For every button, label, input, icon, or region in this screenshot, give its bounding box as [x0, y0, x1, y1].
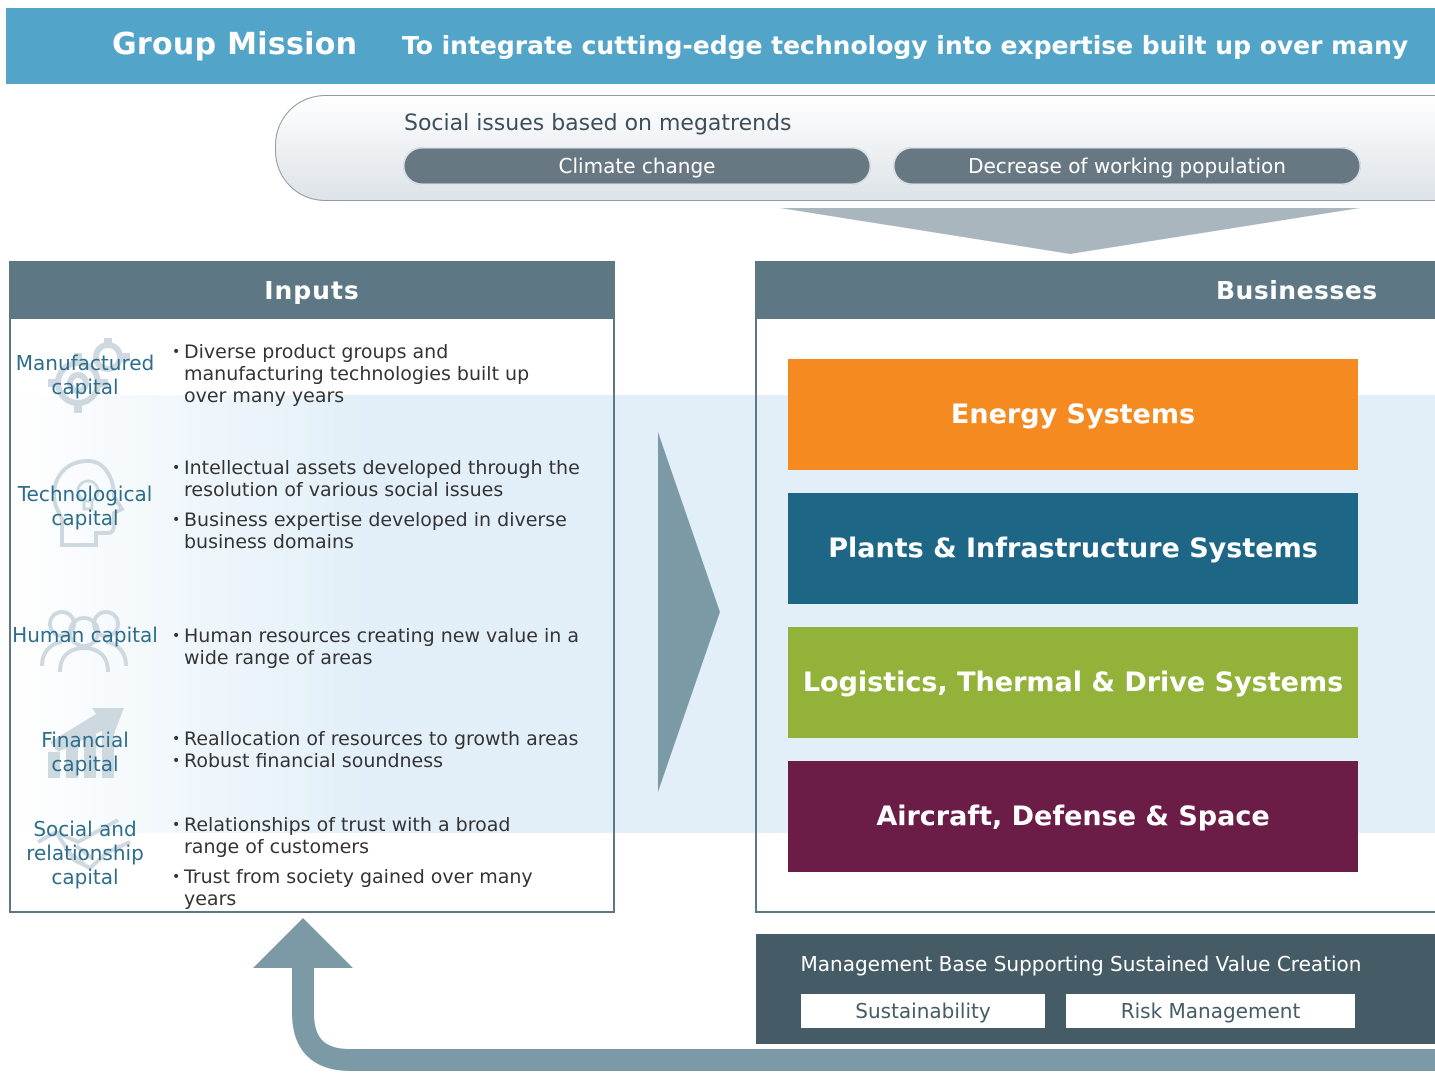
businesses-header: [755, 261, 1435, 319]
capital-bullets-financial: Reallocation of resources to growth area…: [172, 728, 582, 772]
capital-bullets-technological: Intellectual assets developed through th…: [172, 457, 582, 553]
handshake-icon: [37, 818, 131, 871]
bullet-item: Relationships of trust with a broad rang…: [172, 814, 534, 858]
bullet-item: Trust from society gained over many year…: [172, 866, 582, 910]
issue-working-population: Decrease of working population: [893, 147, 1361, 185]
issues-down-arrow: [780, 208, 1360, 254]
capital-label-human: Human capital: [12, 623, 158, 647]
head-lightbulb-icon: [51, 458, 125, 547]
mission-label: Group Mission: [112, 27, 358, 62]
capital-bullets-manufactured: Diverse product groups and manufacturing…: [172, 341, 572, 407]
mission-banner: [6, 8, 1435, 84]
business-logistics-thermal-drive: Logistics, Thermal & Drive Systems: [788, 627, 1358, 738]
issue-climate-change: Climate change: [403, 147, 871, 185]
bullet-item: Intellectual assets developed through th…: [172, 457, 582, 501]
capital-label-financial: Financial capital: [41, 728, 129, 776]
bullet-item: Reallocation of resources to growth area…: [172, 728, 582, 750]
social-issues-title: Social issues based on megatrends: [404, 111, 792, 136]
bullet-item: Human resources creating new value in a …: [172, 625, 582, 669]
capital-bullets-social: Relationships of trust with a broad rang…: [172, 814, 582, 910]
bullet-item: Business expertise developed in diverse …: [172, 509, 582, 553]
business-plants-infrastructure: Plants & Infrastructure Systems: [788, 493, 1358, 604]
gear-icon: [48, 338, 130, 413]
capital-label-social-text: Social and relationship capital: [26, 817, 144, 889]
capital-label-social: Social and relationship capital: [10, 817, 160, 889]
people-icon: [40, 610, 128, 672]
management-base-title: Management Base Supporting Sustained Val…: [800, 952, 1362, 976]
capital-label-technological: Technological capital: [17, 482, 153, 530]
mission-text: To integrate cutting-edge technology int…: [402, 31, 1409, 60]
businesses-title: Businesses: [1216, 276, 1378, 305]
inputs-title: Inputs: [9, 261, 615, 319]
bullet-item: Robust financial soundness: [172, 750, 582, 772]
management-item-risk-management: Risk Management: [1066, 994, 1355, 1028]
growth-chart-icon: [48, 708, 124, 778]
capital-bullets-human: Human resources creating new value in a …: [172, 625, 582, 669]
business-energy-systems: Energy Systems: [788, 359, 1358, 470]
flow-arrow: [658, 432, 720, 792]
business-aircraft-defense-space: Aircraft, Defense & Space: [788, 761, 1358, 872]
capital-label-manufactured: Manufactured capital: [15, 351, 155, 399]
bullet-item: Diverse product groups and manufacturing…: [172, 341, 572, 407]
management-item-sustainability: Sustainability: [801, 994, 1045, 1028]
